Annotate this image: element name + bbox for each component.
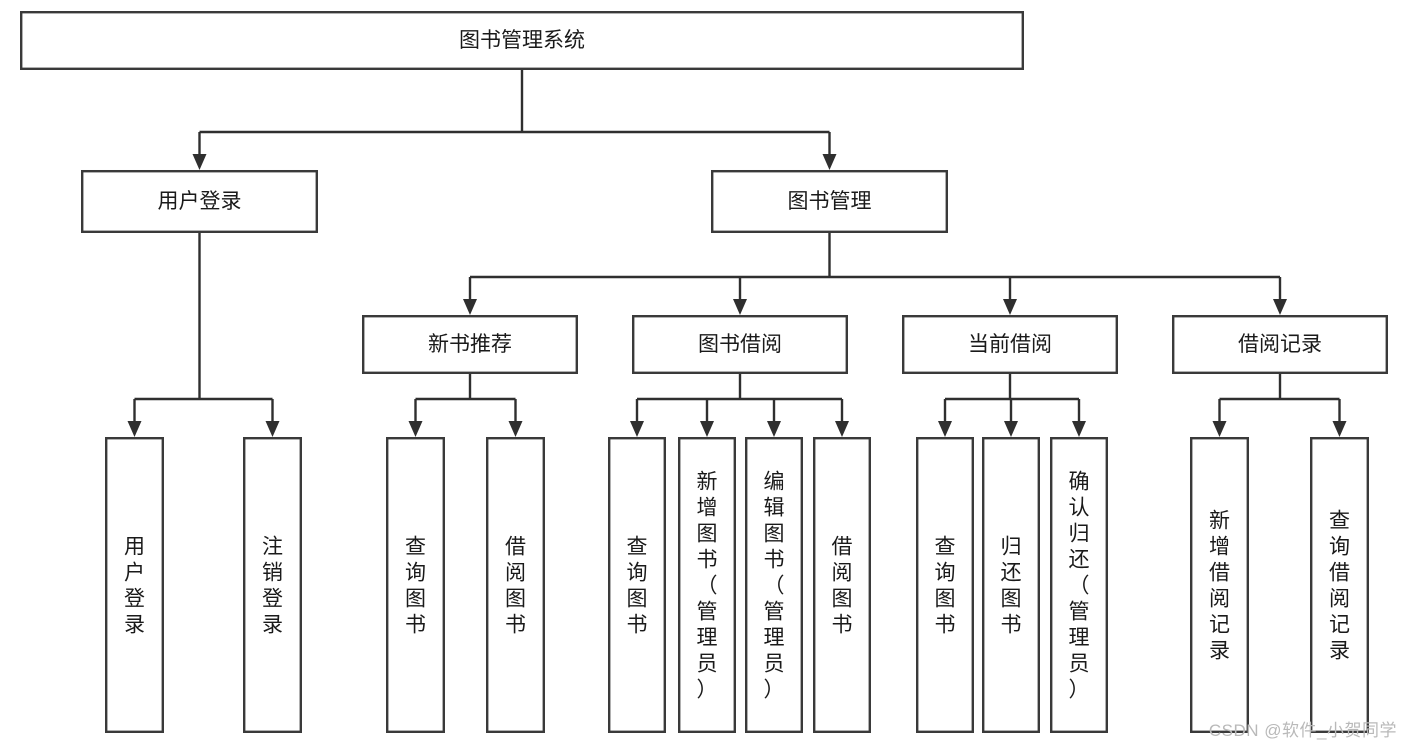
node-leaf-query-book-cb[interactable]: 查询图书 — [916, 437, 975, 734]
node-leaf-query-book-bb[interactable]: 查询图书 — [608, 437, 667, 734]
arrow-head-icon — [1003, 299, 1017, 315]
node-leaf-confirm-return[interactable]: 确认归还（管理员） — [1049, 437, 1108, 734]
node-leaf-user-login[interactable]: 用户登录 — [104, 437, 164, 734]
node-leaf-user-logout[interactable]: 注销登录 — [242, 437, 302, 734]
node-label: 查询图书 — [405, 535, 426, 636]
node-label: 归还图书 — [1001, 535, 1022, 636]
node-label: 注销登录 — [262, 535, 283, 636]
arrow-head-icon — [508, 421, 523, 437]
node-label: 当前借阅 — [968, 333, 1052, 356]
node-layer: 图书管理系统用户登录图书管理新书推荐图书借阅当前借阅借阅记录用户登录注销登录查询… — [20, 10, 1388, 734]
node-label: 用户登录 — [158, 190, 242, 213]
node-leaf-return-book[interactable]: 归还图书 — [982, 437, 1041, 734]
arrow-head-icon — [408, 421, 423, 437]
node-leaf-add-book[interactable]: 新增图书（管理员） — [678, 437, 737, 734]
node-label: 查询借阅记录 — [1329, 509, 1350, 662]
connector-group-user-login — [127, 233, 280, 437]
arrow-head-icon — [822, 154, 837, 170]
arrow-head-icon — [938, 421, 952, 437]
node-root[interactable]: 图书管理系统 — [20, 10, 1024, 70]
node-label: 用户登录 — [124, 535, 145, 636]
arrow-head-icon — [192, 154, 207, 170]
node-current-borrow[interactable]: 当前借阅 — [902, 315, 1119, 375]
node-label: 借阅记录 — [1238, 333, 1322, 356]
node-label: 借阅图书 — [832, 535, 853, 636]
connector-group-root — [192, 70, 837, 170]
arrow-head-icon — [463, 299, 477, 315]
arrow-head-icon — [700, 421, 714, 437]
node-book-manage[interactable]: 图书管理 — [711, 169, 949, 233]
node-new-book-recommend[interactable]: 新书推荐 — [362, 315, 579, 375]
arrow-head-icon — [1212, 421, 1227, 437]
arrow-head-icon — [733, 299, 747, 315]
node-label: 查询图书 — [935, 535, 956, 636]
node-label: 图书管理系统 — [459, 29, 585, 52]
node-label: 图书借阅 — [698, 333, 782, 356]
node-leaf-query-record[interactable]: 查询借阅记录 — [1309, 437, 1369, 734]
arrow-head-icon — [1332, 421, 1347, 437]
arrow-head-icon — [835, 421, 849, 437]
node-label: 新书推荐 — [428, 333, 512, 356]
connector-group-new-book-recommend — [408, 374, 523, 437]
arrow-head-icon — [1273, 299, 1287, 315]
arrow-head-icon — [1072, 421, 1086, 437]
node-leaf-borrow-book-nb[interactable]: 借阅图书 — [486, 437, 546, 734]
arrow-head-icon — [127, 421, 142, 437]
node-user-login[interactable]: 用户登录 — [80, 169, 319, 233]
node-leaf-edit-book[interactable]: 编辑图书（管理员） — [745, 437, 804, 734]
node-label: 编辑图书（管理员） — [764, 470, 785, 701]
node-leaf-query-book-nb[interactable]: 查询图书 — [386, 437, 446, 734]
connector-group-book-manage — [463, 233, 1287, 315]
arrow-head-icon — [1004, 421, 1018, 437]
node-label: 借阅图书 — [505, 535, 526, 636]
arrow-head-icon — [630, 421, 644, 437]
arrow-head-icon — [767, 421, 781, 437]
node-label: 查询图书 — [627, 535, 648, 636]
node-label: 确认归还（管理员） — [1069, 470, 1090, 701]
node-label: 图书管理 — [788, 190, 872, 213]
node-leaf-add-record[interactable]: 新增借阅记录 — [1189, 437, 1249, 734]
node-book-borrow[interactable]: 图书借阅 — [632, 315, 849, 375]
connector-group-book-borrow — [630, 374, 849, 437]
connector-group-borrow-record — [1212, 374, 1347, 437]
node-label: 新增借阅记录 — [1209, 509, 1230, 662]
connector-layer — [127, 70, 1347, 437]
connector-group-current-borrow — [938, 374, 1086, 437]
arrow-head-icon — [265, 421, 280, 437]
node-label: 新增图书（管理员） — [697, 470, 718, 701]
node-leaf-borrow-book-bb[interactable]: 借阅图书 — [813, 437, 872, 734]
node-borrow-record[interactable]: 借阅记录 — [1171, 315, 1388, 375]
